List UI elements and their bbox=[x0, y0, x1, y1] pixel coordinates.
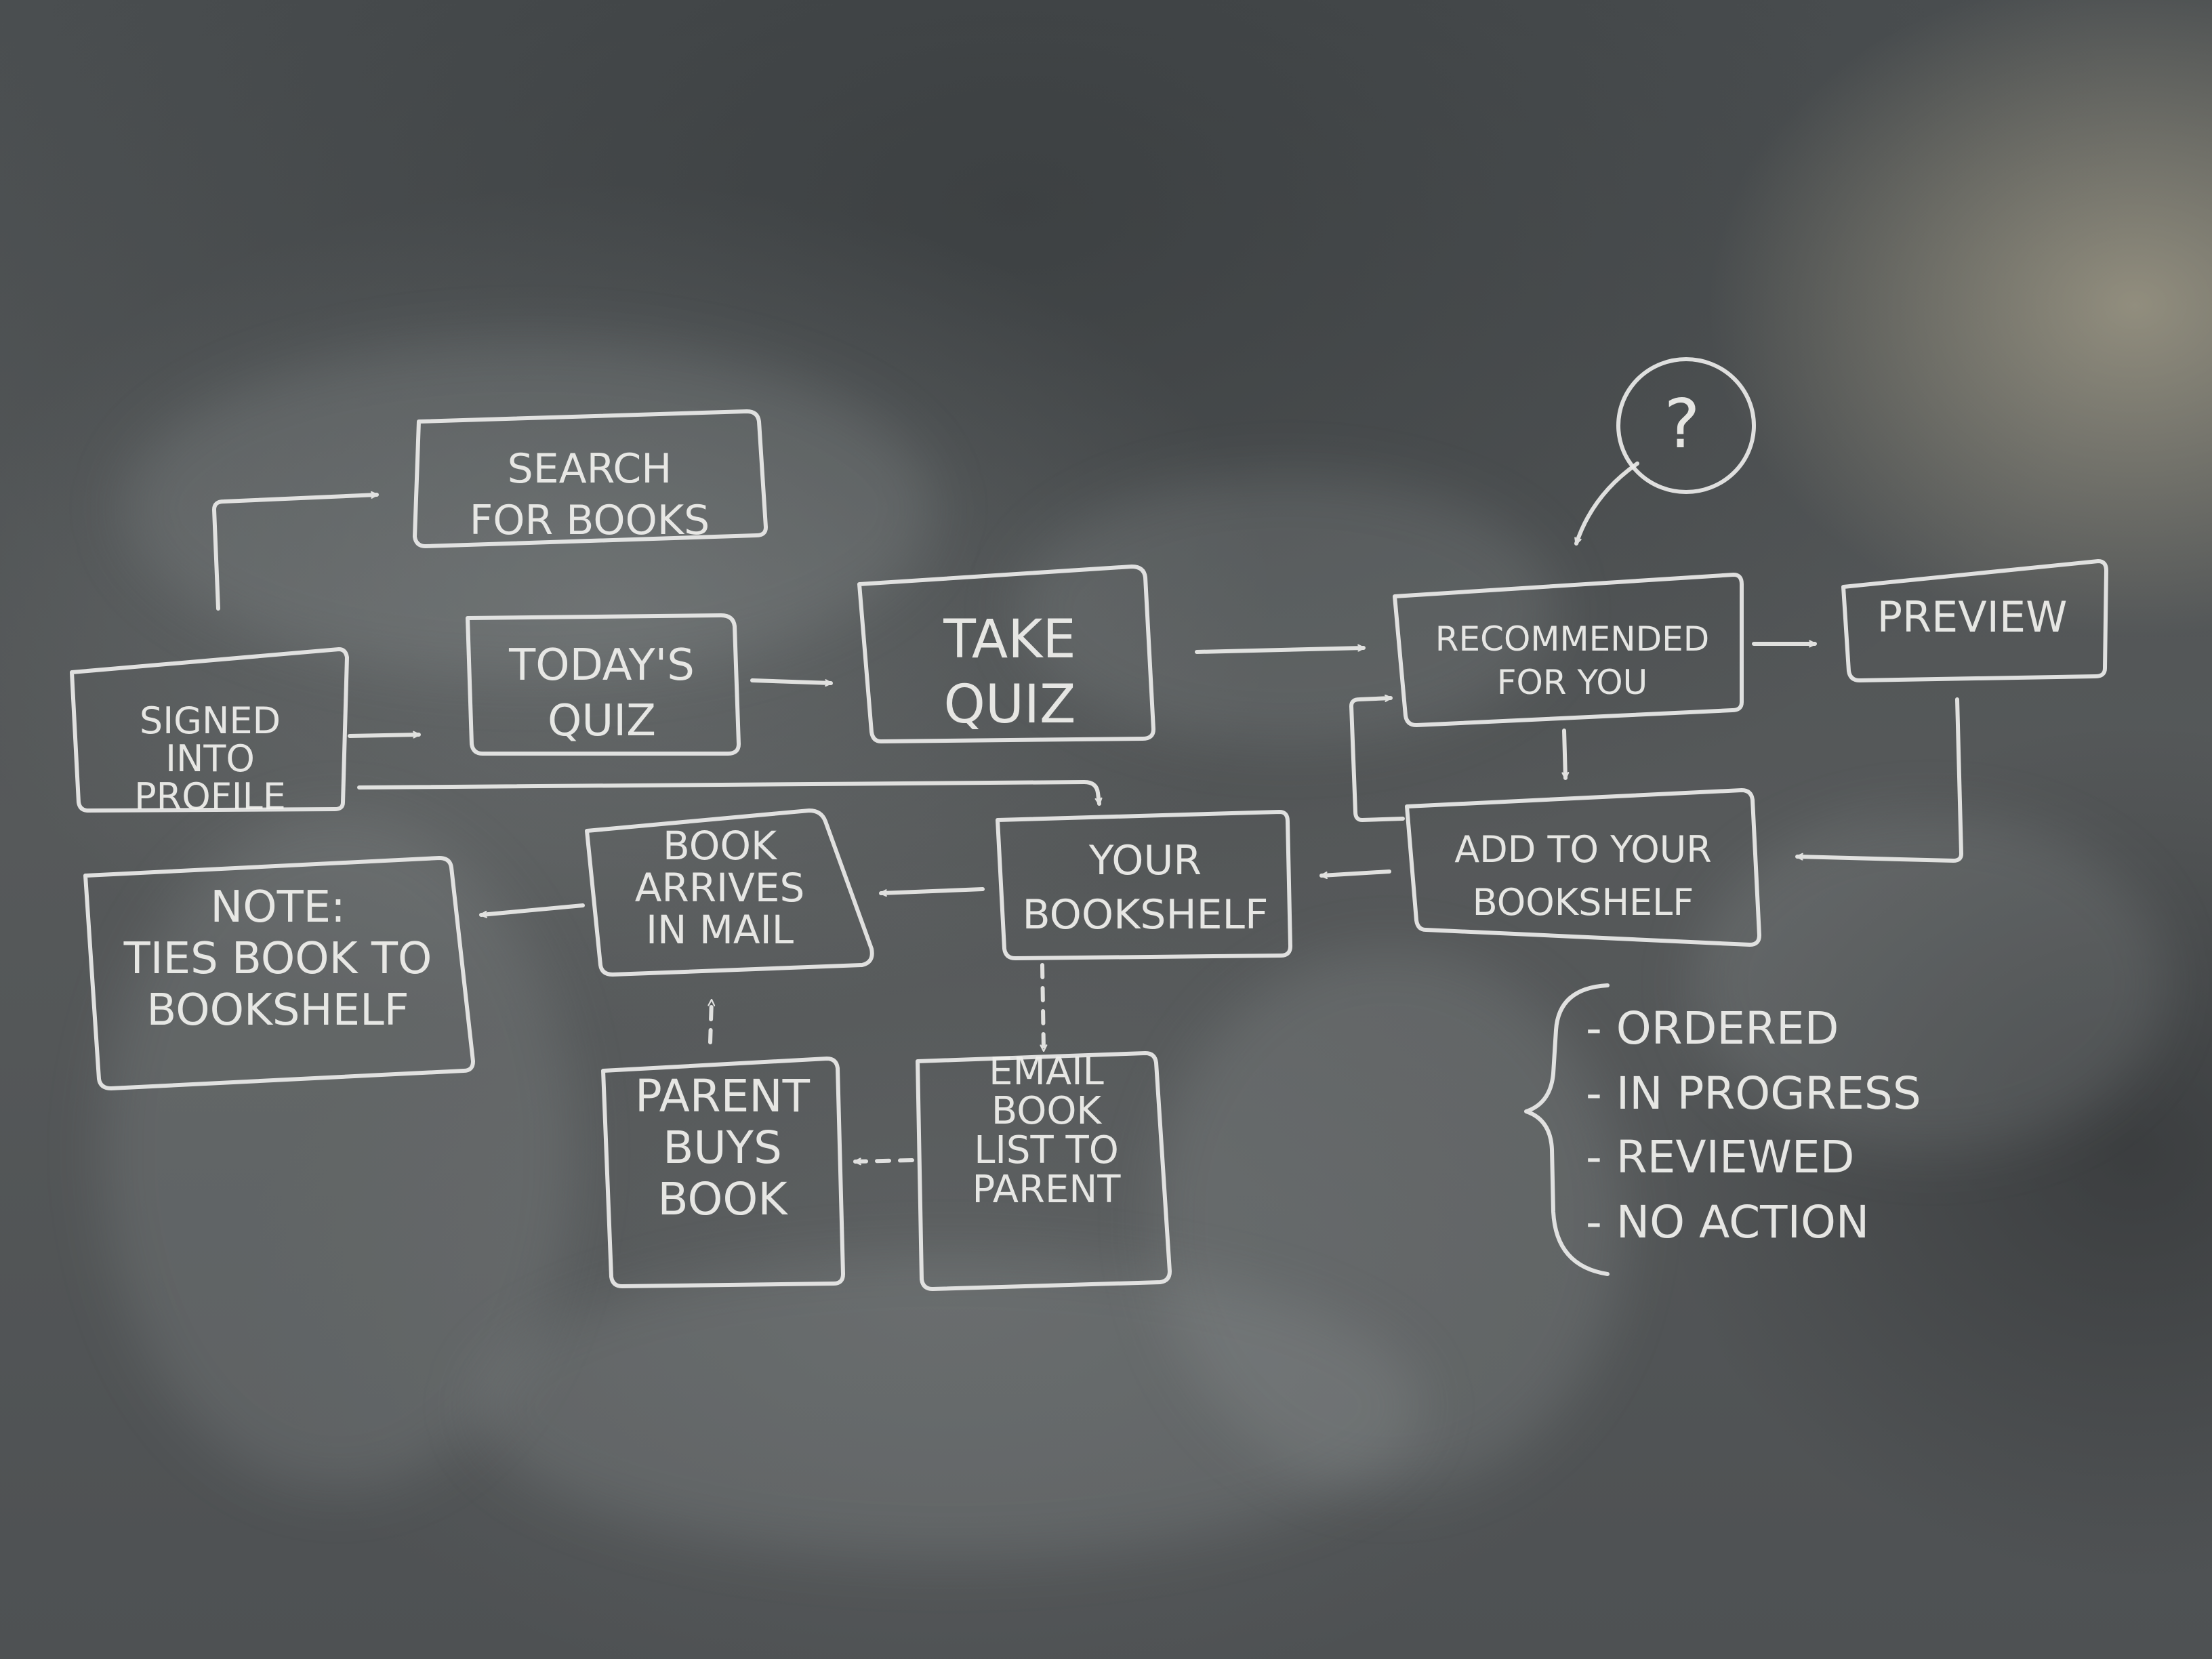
signed-line-1: INTO bbox=[165, 737, 255, 780]
email-line-3: PARENT bbox=[972, 1168, 1122, 1212]
status-item-reviewed: - REVIEWED bbox=[1586, 1131, 1854, 1183]
node-your-bookshelf-label: YOUR BOOKSHELF bbox=[1023, 837, 1269, 939]
status-item-ordered: - ORDERED bbox=[1586, 1002, 1839, 1054]
parent_buys-line-1: BUYS bbox=[663, 1122, 782, 1174]
note-line-1: TIES BOOK TO bbox=[123, 934, 432, 984]
arrow-preview-to-add-bookshelf bbox=[1795, 697, 1963, 863]
arrow-add-bookshelf-to-your-bookshelf bbox=[1319, 869, 1391, 880]
node-preview: PREVIEW bbox=[1841, 559, 2108, 682]
node-your-bookshelf: YOUR BOOKSHELF bbox=[996, 810, 1292, 960]
arrow-your-bookshelf-to-email bbox=[1040, 963, 1048, 1052]
book_arrives-line-1: ARRIVES bbox=[635, 865, 805, 911]
book_arrives-line-0: BOOK bbox=[663, 823, 778, 869]
arrow-take-quiz-to-recommended bbox=[1195, 644, 1366, 654]
arrow-book-arrives-to-note bbox=[479, 903, 585, 918]
question-mark-label: ? bbox=[1664, 384, 1700, 464]
email-line-2: LIST TO bbox=[974, 1128, 1119, 1172]
todays_quiz-line-1: QUIZ bbox=[548, 696, 656, 746]
node-question-bubble: ? bbox=[1616, 357, 1756, 494]
recommended-line-1: FOR YOU bbox=[1497, 663, 1648, 702]
question-line-0: ? bbox=[1664, 384, 1700, 464]
email-line-1: BOOK bbox=[991, 1089, 1103, 1133]
node-recommended-label: RECOMMENDED FOR YOU bbox=[1435, 619, 1709, 702]
arrow-recommended-to-add-bookshelf bbox=[1561, 729, 1570, 780]
take_quiz-line-1: QUIZ bbox=[944, 674, 1076, 735]
add_bookshelf-line-1: BOOKSHELF bbox=[1473, 881, 1694, 924]
recommended-line-0: RECOMMENDED bbox=[1435, 619, 1709, 659]
curly-brace bbox=[1524, 983, 1610, 1276]
your_bookshelf-line-1: BOOKSHELF bbox=[1023, 891, 1269, 939]
node-add-bookshelf-label: ADD TO YOUR BOOKSHELF bbox=[1454, 828, 1712, 924]
arrow-email-to-parent-buys bbox=[853, 1158, 914, 1166]
your_bookshelf-line-0: YOUR bbox=[1088, 837, 1202, 884]
note-line-0: NOTE: bbox=[210, 882, 345, 933]
search-line-0: SEARCH bbox=[508, 445, 672, 493]
arrow-your-bookshelf-to-book-arrives bbox=[879, 887, 985, 897]
status-item-no-action: - NO ACTION bbox=[1586, 1196, 1869, 1248]
node-add-to-your-bookshelf: ADD TO YOUR BOOKSHELF bbox=[1405, 788, 1761, 947]
arrow-signed-to-your-bookshelf bbox=[357, 780, 1103, 806]
parent_buys-line-0: PARENT bbox=[635, 1070, 811, 1122]
signed-line-0: SIGNED bbox=[140, 699, 281, 742]
arrow-signed-to-todays-quiz bbox=[348, 731, 421, 739]
search-line-1: FOR BOOKS bbox=[470, 497, 710, 544]
todays_quiz-line-0: TODAY'S bbox=[508, 640, 695, 691]
status-list: - ORDERED - IN PROGRESS - REVIEWED - NO … bbox=[1524, 983, 1921, 1276]
book_arrives-line-2: IN MAIL bbox=[646, 907, 794, 953]
signed-line-2: PROFILE bbox=[134, 775, 286, 818]
add_bookshelf-line-0: ADD TO YOUR bbox=[1454, 828, 1712, 871]
note-line-2: BOOKSHELF bbox=[146, 985, 409, 1036]
arrow-todays-quiz-to-take-quiz bbox=[750, 678, 833, 687]
arrow-signed-to-search bbox=[212, 491, 379, 611]
parent_buys-line-2: BOOK bbox=[657, 1173, 788, 1225]
status-item-in-progress: - IN PROGRESS bbox=[1586, 1067, 1921, 1120]
node-preview-label: PREVIEW bbox=[1877, 592, 2068, 642]
take_quiz-line-0: TAKE bbox=[943, 609, 1076, 670]
preview-line-0: PREVIEW bbox=[1877, 592, 2068, 642]
connectors bbox=[212, 462, 1963, 1166]
arrow-add-bookshelf-to-recommended bbox=[1349, 694, 1405, 822]
node-recommended-for-you: RECOMMENDED FOR YOU bbox=[1393, 573, 1744, 727]
email-line-0: EMAIL bbox=[989, 1050, 1104, 1094]
arrow-parent-buys-to-book-arrives bbox=[708, 998, 716, 1044]
arrow-question-to-recommended bbox=[1574, 462, 1639, 546]
